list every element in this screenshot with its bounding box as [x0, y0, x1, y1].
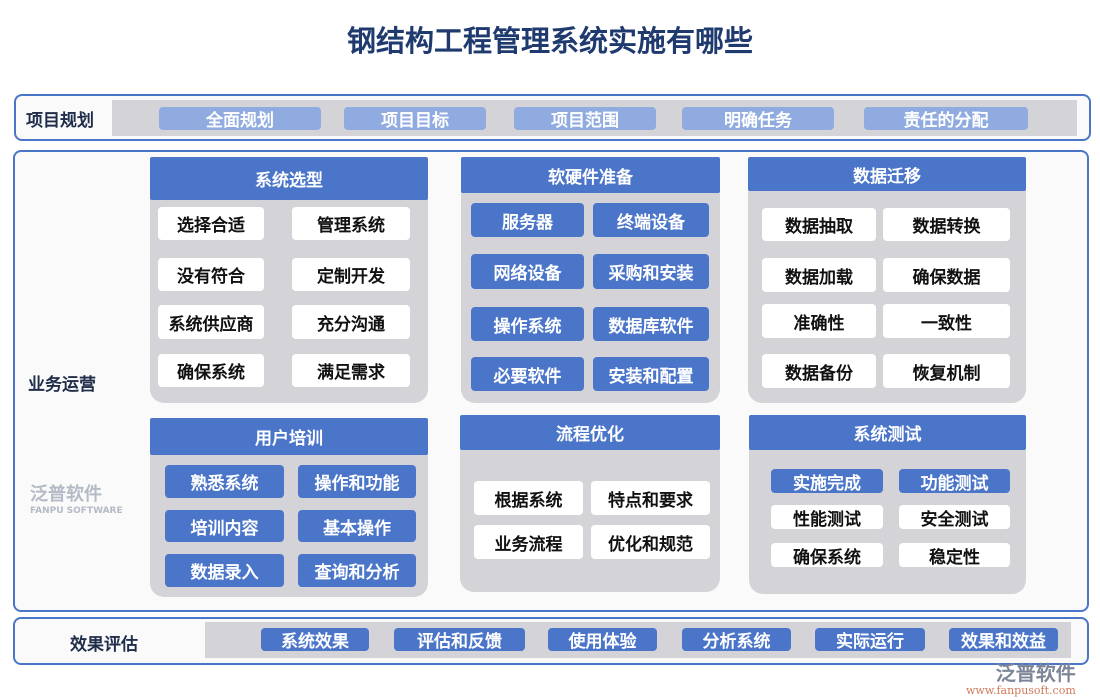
- panel-item[interactable]: 终端设备: [593, 203, 709, 237]
- panel-item[interactable]: 定制开发: [292, 258, 410, 291]
- planning-item[interactable]: 明确任务: [682, 107, 834, 131]
- center-watermark-brand: 泛普软件: [30, 484, 102, 505]
- panel-item[interactable]: 稳定性: [899, 543, 1010, 568]
- panel-header: 软硬件准备: [461, 157, 720, 193]
- panel-item[interactable]: 充分沟通: [292, 305, 410, 339]
- evaluation-label: 效果评估: [70, 635, 138, 655]
- panel-item[interactable]: 采购和安装: [593, 254, 709, 289]
- panel-header: 数据迁移: [748, 157, 1026, 191]
- panel-item[interactable]: 系统供应商: [158, 305, 264, 339]
- panel-item[interactable]: 选择合适: [158, 207, 264, 240]
- panel-item[interactable]: 数据抽取: [762, 208, 876, 241]
- panel-item[interactable]: 确保数据: [883, 258, 1010, 292]
- panel-item[interactable]: 一致性: [883, 304, 1010, 338]
- panel-item[interactable]: 安全测试: [899, 505, 1010, 530]
- panel-item[interactable]: 特点和要求: [591, 481, 710, 515]
- panel-item[interactable]: 服务器: [471, 203, 584, 237]
- panel-item[interactable]: 准确性: [762, 304, 876, 338]
- evaluation-item[interactable]: 评估和反馈: [394, 628, 525, 652]
- panel-header: 系统测试: [749, 415, 1026, 450]
- panel-item[interactable]: 必要软件: [471, 357, 584, 391]
- panel-item[interactable]: 数据备份: [762, 354, 876, 388]
- evaluation-item[interactable]: 使用体验: [548, 628, 657, 652]
- panel-body: [460, 446, 720, 592]
- panel-header: 系统选型: [150, 157, 428, 200]
- center-watermark: 泛普软件 FANPU SOFTWARE: [30, 480, 140, 516]
- panel-item[interactable]: 安装和配置: [593, 357, 709, 391]
- panel-item[interactable]: 满足需求: [292, 354, 410, 387]
- panel-item[interactable]: 没有符合: [158, 258, 264, 291]
- panel-item[interactable]: 实施完成: [771, 469, 883, 494]
- panel-item[interactable]: 基本操作: [298, 510, 416, 542]
- evaluation-item[interactable]: 系统效果: [261, 628, 369, 652]
- panel-item[interactable]: 数据录入: [165, 554, 284, 587]
- planning-item[interactable]: 全面规划: [159, 107, 321, 131]
- planning-item[interactable]: 项目范围: [514, 107, 656, 131]
- panel-item[interactable]: 操作系统: [471, 307, 584, 341]
- brand-watermark-url: www.fanpusoft.com: [966, 684, 1076, 697]
- panel-item[interactable]: 管理系统: [292, 207, 410, 240]
- panel-item[interactable]: 数据转换: [883, 208, 1010, 241]
- planning-item[interactable]: 责任的分配: [864, 107, 1028, 131]
- brand-watermark: 泛普软件 www.fanpusoft.com: [966, 662, 1076, 697]
- panel-item[interactable]: 业务流程: [474, 525, 583, 559]
- panel-item[interactable]: 根据系统: [474, 481, 583, 515]
- planning-item[interactable]: 项目目标: [344, 107, 486, 131]
- panel-item[interactable]: 操作和功能: [298, 465, 416, 498]
- panel-item[interactable]: 数据库软件: [593, 307, 709, 341]
- panel-item[interactable]: 功能测试: [899, 469, 1010, 494]
- panel-item[interactable]: 优化和规范: [591, 525, 710, 559]
- panel-header: 用户培训: [150, 418, 428, 455]
- panel-item[interactable]: 性能测试: [771, 505, 883, 530]
- planning-label: 项目规划: [26, 111, 94, 131]
- panel-item[interactable]: 确保系统: [158, 354, 264, 387]
- brand-watermark-name: 泛普软件: [995, 661, 1076, 685]
- panel-item[interactable]: 数据加载: [762, 258, 876, 292]
- center-watermark-sub: FANPU SOFTWARE: [30, 506, 123, 516]
- panel-item[interactable]: 培训内容: [165, 510, 284, 542]
- evaluation-item[interactable]: 效果和效益: [949, 628, 1058, 652]
- panel-item[interactable]: 熟悉系统: [165, 465, 284, 498]
- panel-item[interactable]: 恢复机制: [883, 354, 1010, 388]
- page-title: 钢结构工程管理系统实施有哪些: [346, 24, 753, 58]
- evaluation-item[interactable]: 分析系统: [682, 628, 791, 652]
- evaluation-item[interactable]: 实际运行: [815, 628, 925, 652]
- panel-item[interactable]: 网络设备: [471, 254, 584, 289]
- panel-item[interactable]: 查询和分析: [298, 554, 416, 587]
- panel-item[interactable]: 确保系统: [771, 543, 883, 568]
- panel-header: 流程优化: [460, 415, 720, 450]
- operations-label: 业务运营: [28, 375, 96, 395]
